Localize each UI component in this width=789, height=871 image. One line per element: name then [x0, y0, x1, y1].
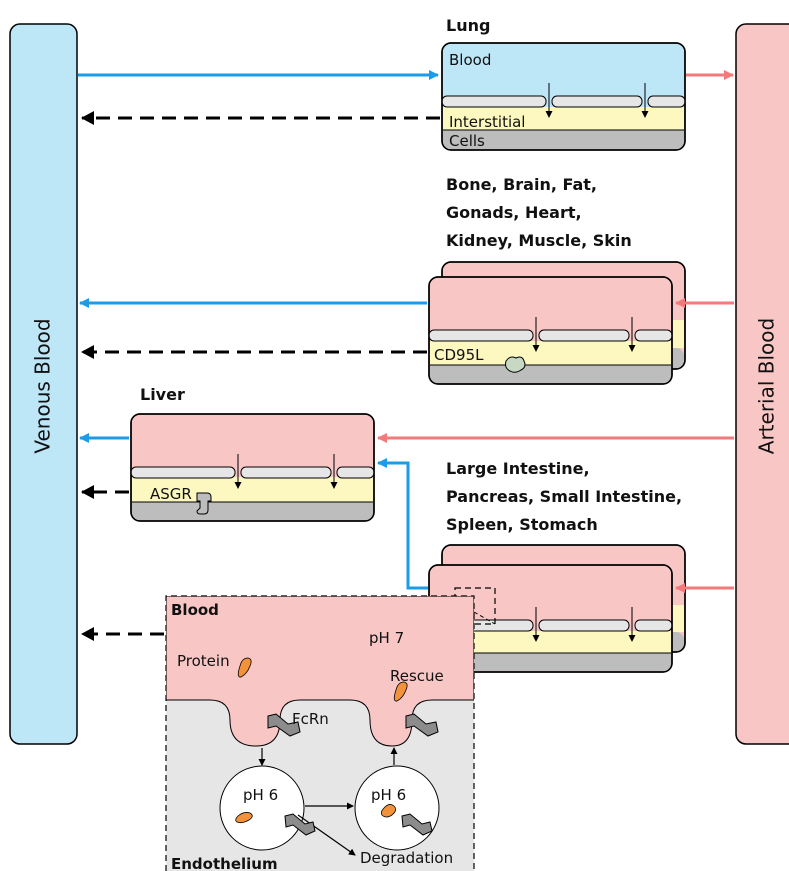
- cd95l-label: CD95L: [434, 346, 484, 364]
- lung-title: Lung: [446, 16, 490, 35]
- liver-compartment: Liver ASGR: [131, 385, 374, 521]
- endosome-left: [220, 766, 304, 850]
- venous-blood-column: Venous Blood: [10, 24, 77, 744]
- endosome-right: [355, 766, 439, 850]
- tissues-title-line-1: Bone, Brain, Fat,: [446, 175, 597, 194]
- fcrn-inset: Blood pH 7 Protein Rescue FcRn pH 6 pH 6…: [166, 596, 474, 871]
- gut-to-liver-arrow: [378, 463, 428, 588]
- inset-ph6-right-label: pH 6: [371, 786, 406, 804]
- gut-title-line-3: Spleen, Stomach: [446, 515, 598, 534]
- lung-blood-label: Blood: [449, 51, 491, 69]
- inset-protein-label: Protein: [177, 652, 230, 670]
- liver-title: Liver: [140, 385, 185, 404]
- inset-endothelium-label: Endothelium: [171, 855, 278, 871]
- venous-blood-label: Venous Blood: [31, 318, 55, 453]
- lung-interstitial-label: Interstitial: [449, 113, 525, 131]
- inset-ph6-left-label: pH 6: [243, 786, 278, 804]
- arterial-blood-column: Arterial Blood: [736, 24, 789, 744]
- inset-blood-label: Blood: [171, 601, 219, 619]
- lung-compartment: Lung Blood Interstitial Cells: [442, 16, 685, 150]
- arterial-blood-label: Arterial Blood: [755, 318, 779, 454]
- inset-rescue-label: Rescue: [390, 667, 444, 685]
- lung-cells-label: Cells: [449, 132, 485, 150]
- inset-degradation-label: Degradation: [360, 849, 453, 867]
- tissues-compartment: Bone, Brain, Fat, Gonads, Heart, Kidney,…: [429, 175, 685, 384]
- tissues-title-line-3: Kidney, Muscle, Skin: [446, 231, 632, 250]
- inset-ph7-label: pH 7: [369, 629, 404, 647]
- tissues-title-line-2: Gonads, Heart,: [446, 203, 582, 222]
- gut-title-line-2: Pancreas, Small Intestine,: [446, 487, 682, 506]
- inset-fcrn-label: FcRn: [292, 710, 329, 728]
- asgr-label: ASGR: [150, 485, 192, 503]
- gut-title-line-1: Large Intestine,: [446, 459, 590, 478]
